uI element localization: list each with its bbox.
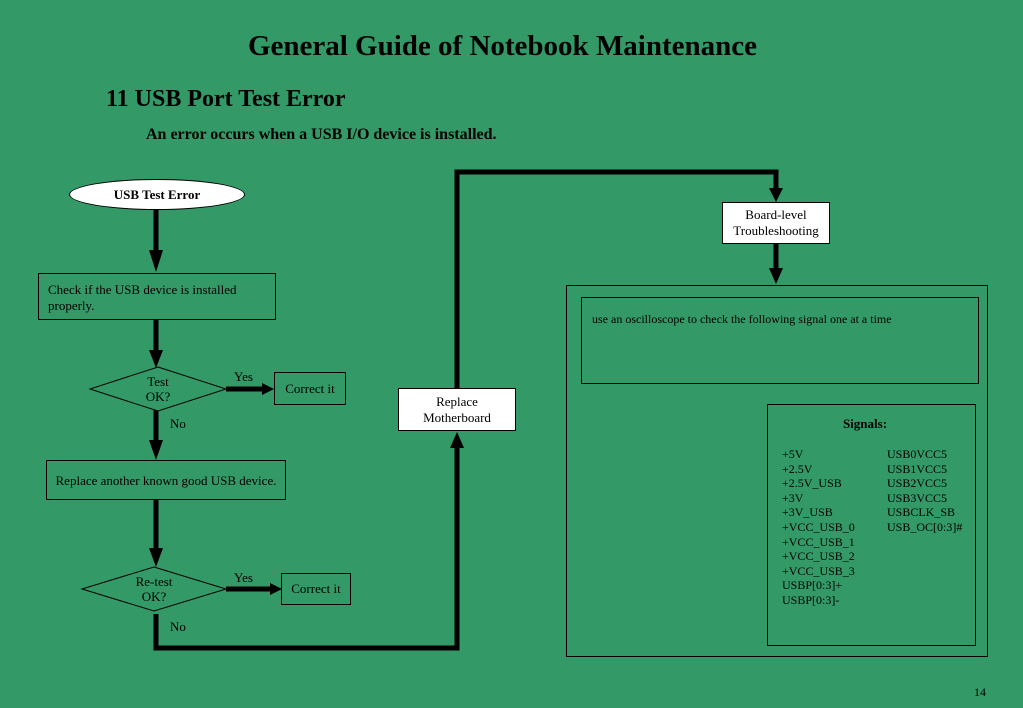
step-correct-1: Correct it xyxy=(274,372,346,405)
section-heading: 11 USB Port Test Error xyxy=(106,86,346,112)
decision-test-ok xyxy=(88,366,228,412)
label-no-test: No xyxy=(170,416,186,431)
arrowhead-yes2 xyxy=(270,583,282,595)
decision-test-line1: Test xyxy=(147,374,169,389)
signal-item: +2.5V xyxy=(782,461,813,476)
step-correct-2: Correct it xyxy=(281,573,351,605)
arrowhead-motherboard xyxy=(450,432,464,448)
arrowhead-yes1 xyxy=(262,383,274,395)
decision-retest-text: Re-test OK? xyxy=(114,574,194,604)
start-terminator: USB Test Error xyxy=(69,179,245,210)
step-check-installed: Check if the USB device is installed pro… xyxy=(38,273,276,320)
page-title: General Guide of Notebook Maintenance xyxy=(247,30,758,62)
signal-item: USBCLK_SB xyxy=(887,505,956,520)
signals-box xyxy=(767,404,976,646)
signal-item: USB_OC[0:3]# xyxy=(887,519,963,534)
step-replace-device: Replace another known good USB device. xyxy=(46,460,286,500)
signal-item: USB0VCC5 xyxy=(887,447,948,461)
connector-no2-motherboard xyxy=(153,446,460,651)
label-yes-test: Yes xyxy=(234,369,253,384)
connector-motherboard-board xyxy=(454,169,779,388)
arrowhead-board xyxy=(769,188,783,202)
signal-item: USBP[0:3]+ xyxy=(782,578,843,593)
page-number: 14 xyxy=(974,685,986,699)
decision-test-line2: OK? xyxy=(145,389,171,404)
signal-item: +3V_USB xyxy=(782,505,833,520)
signal-item: +5V xyxy=(782,447,804,461)
label-yes-retest: Yes xyxy=(234,570,253,585)
step-board-level: Board-level Troubleshooting xyxy=(722,202,830,244)
replace-mb-line2: Motherboard xyxy=(423,409,491,425)
signal-panel xyxy=(566,285,988,657)
arrowhead-retest xyxy=(149,548,163,567)
arrowhead-check xyxy=(149,250,163,272)
signal-item: USB2VCC5 xyxy=(887,476,948,491)
signals-title: Signals: xyxy=(842,416,888,431)
signals-column-1: +5V+2.5V+2.5V_USB+3V+3V_USB+VCC_USB_0+VC… xyxy=(782,447,855,608)
signal-item: +VCC_USB_3 xyxy=(782,563,855,578)
board-level-line1: Board-level xyxy=(745,207,807,222)
signal-item: +3V xyxy=(782,490,804,505)
signal-item: USB3VCC5 xyxy=(887,490,948,505)
signal-item: USB1VCC5 xyxy=(887,461,948,476)
label-no-retest: No xyxy=(170,619,186,634)
decision-retest-ok xyxy=(80,566,228,612)
oscilloscope-instruction: use an oscilloscope to check the followi… xyxy=(581,297,979,384)
signal-item: +VCC_USB_1 xyxy=(782,534,855,549)
signal-item: +VCC_USB_2 xyxy=(782,549,855,564)
signal-item: +2.5V_USB xyxy=(782,476,842,491)
replace-mb-line1: Replace xyxy=(436,393,478,409)
decision-test-text: Test OK? xyxy=(118,374,198,404)
decision-retest-line1: Re-test xyxy=(135,574,173,589)
step-replace-motherboard: Replace Motherboard xyxy=(398,388,516,431)
section-subtitle: An error occurs when a USB I/O device is… xyxy=(146,126,497,143)
signal-item: +VCC_USB_0 xyxy=(782,519,855,534)
arrowhead-test xyxy=(149,350,163,368)
board-level-line2: Troubleshooting xyxy=(733,223,819,238)
signal-item: USBP[0:3]- xyxy=(782,592,840,607)
arrowhead-replace xyxy=(149,440,163,460)
decision-retest-line2: OK? xyxy=(141,589,167,604)
arrowhead-panel xyxy=(769,268,783,284)
